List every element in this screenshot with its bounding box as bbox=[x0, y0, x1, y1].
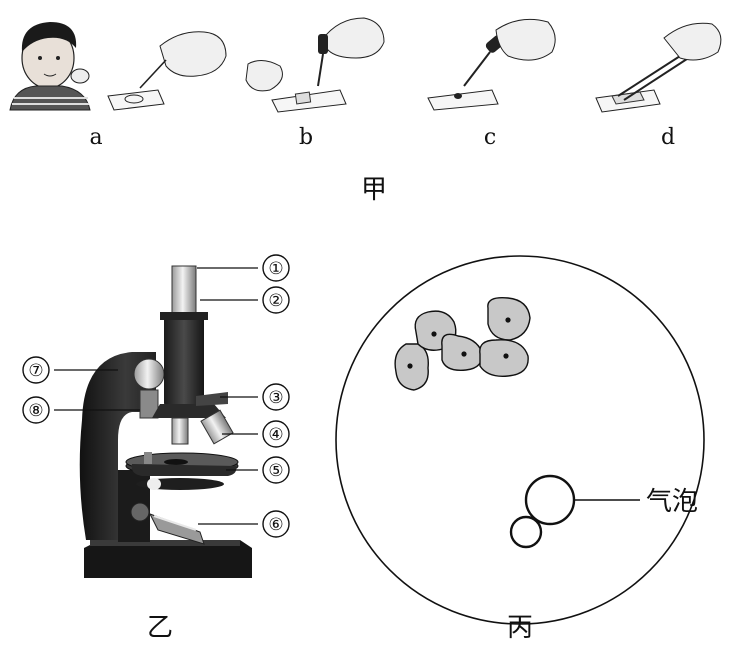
part-label-5: ⑤ bbox=[268, 461, 283, 481]
step-a-illustration bbox=[10, 22, 226, 110]
step-b-illustration bbox=[246, 18, 384, 112]
step-a-label: a bbox=[89, 125, 102, 150]
part-label-1: ① bbox=[268, 259, 283, 279]
bubble-label: 气泡 bbox=[646, 487, 698, 517]
figure-jia-title: 甲 bbox=[361, 175, 387, 205]
step-d-label: d bbox=[661, 125, 675, 150]
part-label-4: ④ bbox=[268, 425, 283, 445]
figure-bing-title: 丙 bbox=[507, 613, 533, 643]
part-label-8: ⑧ bbox=[28, 401, 43, 421]
part-label-6: ⑥ bbox=[268, 515, 283, 535]
figure-yi-title: 乙 bbox=[147, 613, 173, 643]
microscope-illustration bbox=[80, 266, 252, 578]
part-label-7: ⑦ bbox=[28, 361, 43, 381]
step-c-illustration bbox=[428, 19, 555, 110]
step-b-label: b bbox=[299, 125, 313, 150]
part-label-3: ③ bbox=[268, 388, 283, 408]
step-d-illustration bbox=[596, 23, 721, 112]
step-c-label: c bbox=[484, 125, 496, 150]
part-label-2: ② bbox=[268, 291, 283, 311]
